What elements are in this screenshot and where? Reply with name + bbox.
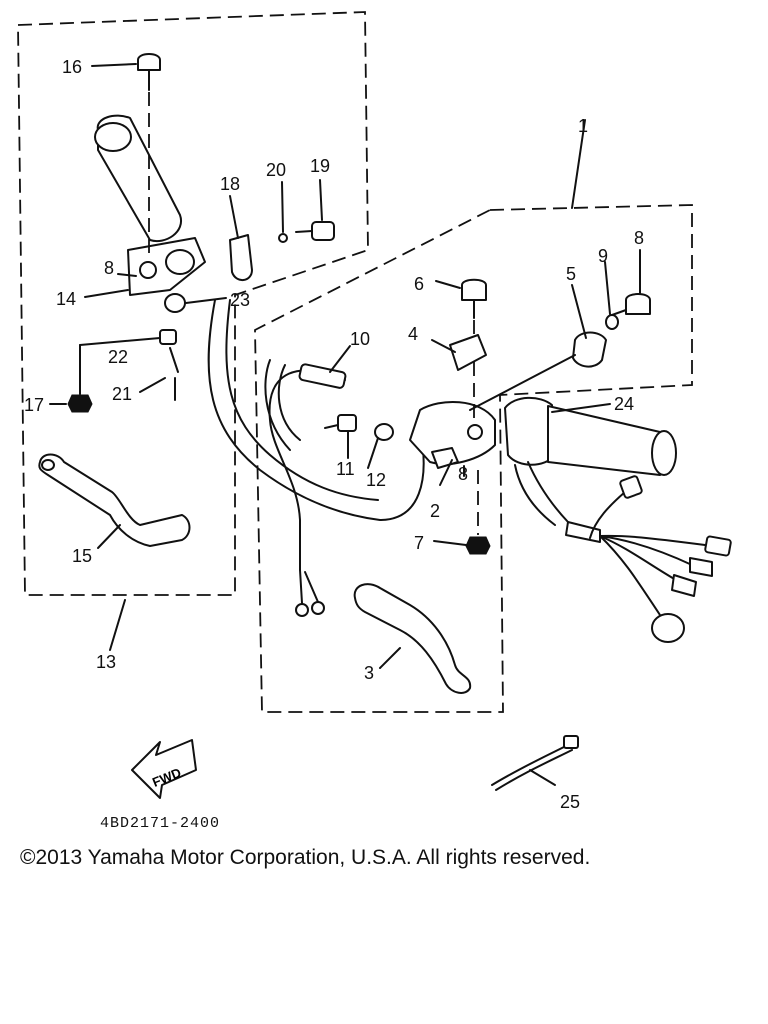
callout-labels: 1 2 3 4 5 6 7 8 8 8 9 10 11 12 13 14 15 … [24,57,644,812]
right-assembly-boundary [254,204,693,713]
callout-17: 17 [24,395,44,415]
callout-8-center: 8 [458,464,468,484]
callout-9: 9 [598,246,608,266]
callout-15: 15 [72,546,92,566]
callout-5: 5 [566,264,576,284]
left-assembly-boundary [17,11,369,596]
callout-19: 19 [310,156,330,176]
callout-6: 6 [414,274,424,294]
handlebar-parts-diagram: FWD 1 2 3 4 5 [17,11,732,812]
callout-20: 20 [266,160,286,180]
callout-3: 3 [364,663,374,683]
callout-7: 7 [414,533,424,553]
drawing-number: 4BD2171-2400 [100,815,221,832]
callout-12: 12 [366,470,386,490]
cable-10 [268,369,346,571]
callout-11: 11 [336,459,355,479]
callout-1: 1 [578,116,588,136]
cable-tie-25 [491,744,569,786]
callout-8-left: 8 [104,258,114,278]
callout-14: 14 [56,289,76,309]
callout-4: 4 [408,324,418,344]
callout-16: 16 [62,57,82,77]
fwd-arrow-icon: FWD [131,739,197,799]
callout-23: 23 [230,290,250,310]
clutch-lever-15 [38,453,191,547]
callout-24: 24 [614,394,634,414]
callout-21: 21 [112,384,132,404]
callout-13: 13 [96,652,116,672]
callout-25: 25 [560,792,580,812]
callout-10: 10 [350,329,370,349]
leader-lines [49,63,641,786]
callout-22: 22 [108,347,128,367]
copyright-notice: ©2013 Yamaha Motor Corporation, U.S.A. A… [20,846,591,869]
handlebar-tube [207,299,425,521]
brake-lever-3 [353,583,472,694]
callout-8-right: 8 [634,228,644,248]
callout-2: 2 [430,501,440,521]
callout-18: 18 [220,174,240,194]
